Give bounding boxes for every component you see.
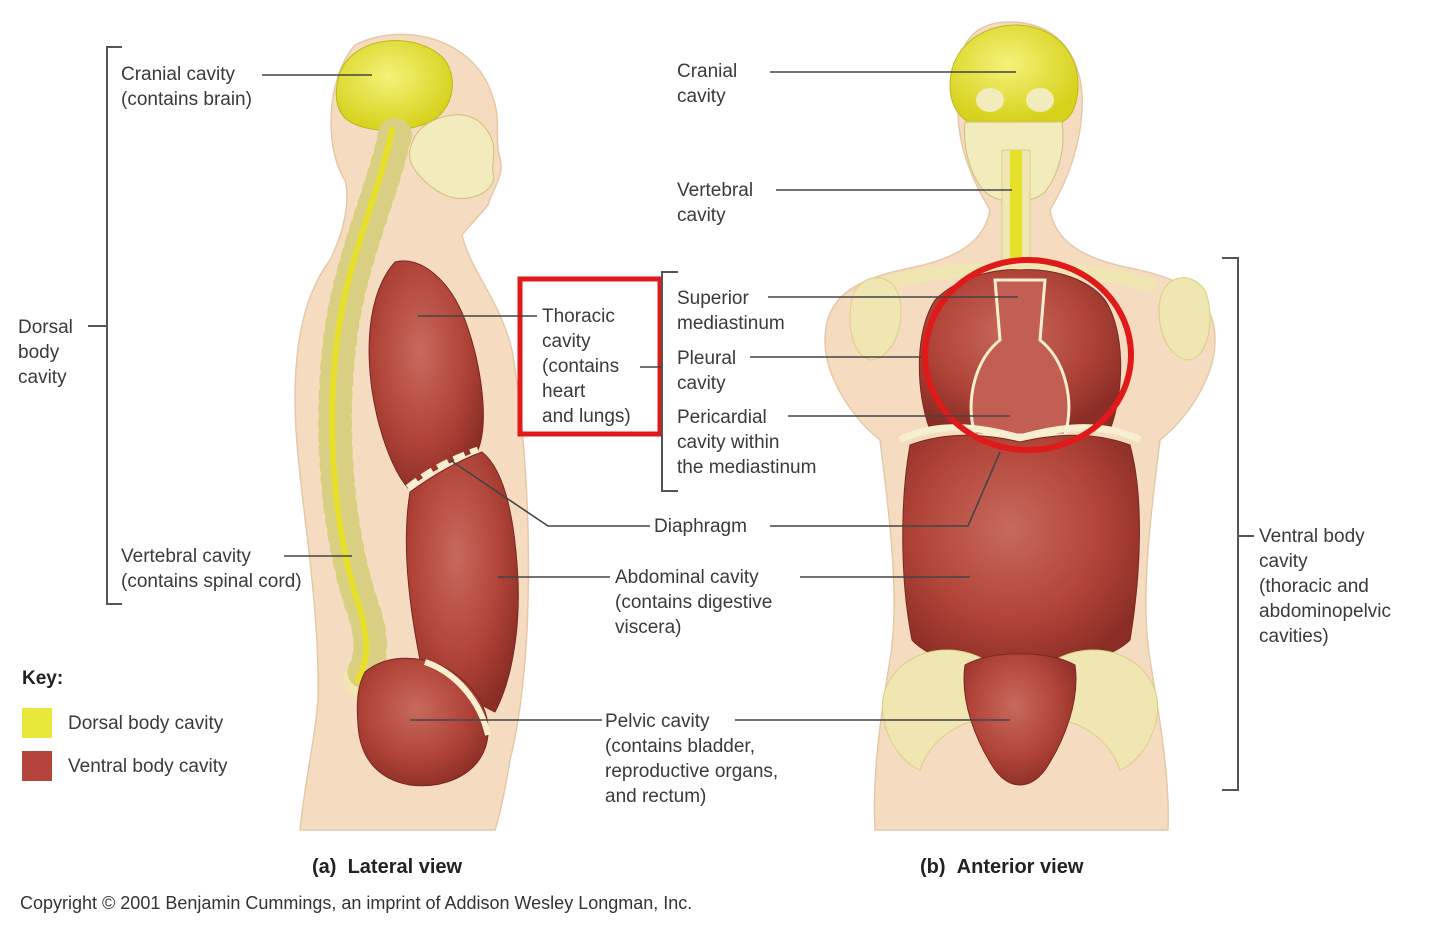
anterior-diaphragm (898, 424, 1142, 444)
dorsal-bracket (106, 46, 122, 605)
caption-anterior: (b) Anterior view (920, 856, 1084, 878)
leader-lines (262, 71, 1018, 721)
anterior-eye-socket-left (976, 88, 1004, 112)
lateral-skull (409, 114, 495, 199)
anterior-spinal-cord (1010, 150, 1022, 260)
anterior-shoulder-left (849, 277, 902, 361)
lateral-abdominal-organ (405, 451, 519, 713)
thoracic-highlight-circle (922, 257, 1134, 453)
key-label-dorsal: Dorsal body cavity (68, 713, 224, 734)
lateral-figure (294, 33, 530, 831)
anterior-eye-socket-right (1026, 88, 1054, 112)
anterior-pelvic-organ (963, 653, 1077, 786)
lateral-spine (318, 118, 412, 697)
key-title: Key: (22, 668, 64, 689)
thoracic-highlight-box (517, 276, 663, 437)
anterior-figure (824, 21, 1216, 831)
lateral-diaphragm (405, 446, 480, 491)
label-lateral-vertebral: Vertebral cavity(contains spinal cord) (121, 546, 302, 592)
caption-lateral: (a) Lateral view (312, 856, 463, 878)
copyright-notice: Copyright © 2001 Benjamin Cummings, an i… (20, 893, 693, 913)
thoracic-bracket (661, 271, 678, 492)
ventral-bracket (1222, 257, 1239, 791)
lateral-brain (335, 40, 453, 131)
anterior-shoulder-right (1158, 277, 1211, 361)
anterior-abdominal-organ (902, 434, 1140, 669)
label-diaphragm: Diaphragm (654, 516, 747, 537)
lateral-pelvic-boundary (423, 659, 491, 736)
key-label-ventral: Ventral body cavity (68, 756, 228, 777)
key-swatch-ventral (22, 751, 52, 781)
anterior-mediastinum (969, 278, 1071, 437)
label-lateral-cranial: Cranial cavity(contains brain) (121, 64, 252, 110)
label-pelvic: Pelvic cavity(contains bladder,reproduct… (605, 711, 779, 807)
key-swatch-dorsal (22, 708, 52, 738)
